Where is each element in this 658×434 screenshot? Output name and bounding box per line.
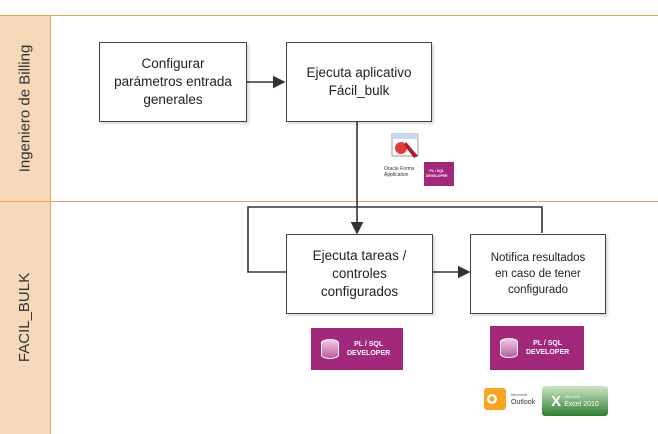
lane-header-billing-bg <box>0 15 50 201</box>
box-ejecuta-tareas: Ejecuta tareas / controles configurados <box>286 234 433 314</box>
excel-x-icon: X <box>551 392 562 410</box>
plsql-badge-small-label: PL / SQL DEVELOPER <box>426 169 448 178</box>
box-ejecuta-aplicativo-label: Ejecuta aplicativo Fácil_bulk <box>306 65 412 98</box>
plsql-badge-tareas-label: PL / SQL DEVELOPER <box>347 341 391 357</box>
outlook-label: Outlook <box>511 399 536 406</box>
box-ejecuta-aplicativo: Ejecuta aplicativo Fácil_bulk <box>286 42 432 122</box>
lane-header-facil-bg <box>0 201 50 434</box>
outlook-small-label: Microsoft <box>511 392 528 397</box>
box-notifica-resultados: Notifica resultados en caso de tener con… <box>470 234 606 314</box>
oracle-forms-caption: Oracle Forms Application <box>384 166 415 178</box>
plsql-badge-small: PL / SQL DEVELOPER <box>424 162 454 186</box>
database-icon <box>500 338 518 358</box>
box-configurar-parametros: Configurar parámetros entrada generales <box>99 42 247 122</box>
excel-label: Excel 2010 <box>564 401 599 408</box>
lane-header-separator <box>50 15 51 434</box>
oracle-forms-icon <box>391 133 419 158</box>
excel-logo: X Microsoft Excel 2010 <box>542 386 608 416</box>
arrow-loop-left <box>247 206 357 273</box>
plsql-badge-tareas: PL / SQL DEVELOPER <box>311 328 403 370</box>
excel-small-label: Microsoft <box>564 394 581 399</box>
lane-divider <box>0 201 658 202</box>
plsql-badge-notifica-label: PL / SQL DEVELOPER <box>526 340 570 356</box>
outlook-logo: Microsoft Outlook <box>482 386 535 412</box>
plsql-badge-notifica: PL / SQL DEVELOPER <box>490 326 584 370</box>
lane-top-border <box>0 15 658 16</box>
box-configurar-label: Configurar parámetros entrada generales <box>114 56 232 107</box>
outlook-icon <box>484 388 506 410</box>
box-ejecuta-tareas-label: Ejecuta tareas / controles configurados <box>312 248 407 299</box>
arrow-loop-right <box>357 206 543 233</box>
database-icon <box>321 339 339 359</box>
box-notifica-label: Notifica resultados en caso de tener con… <box>490 252 586 296</box>
